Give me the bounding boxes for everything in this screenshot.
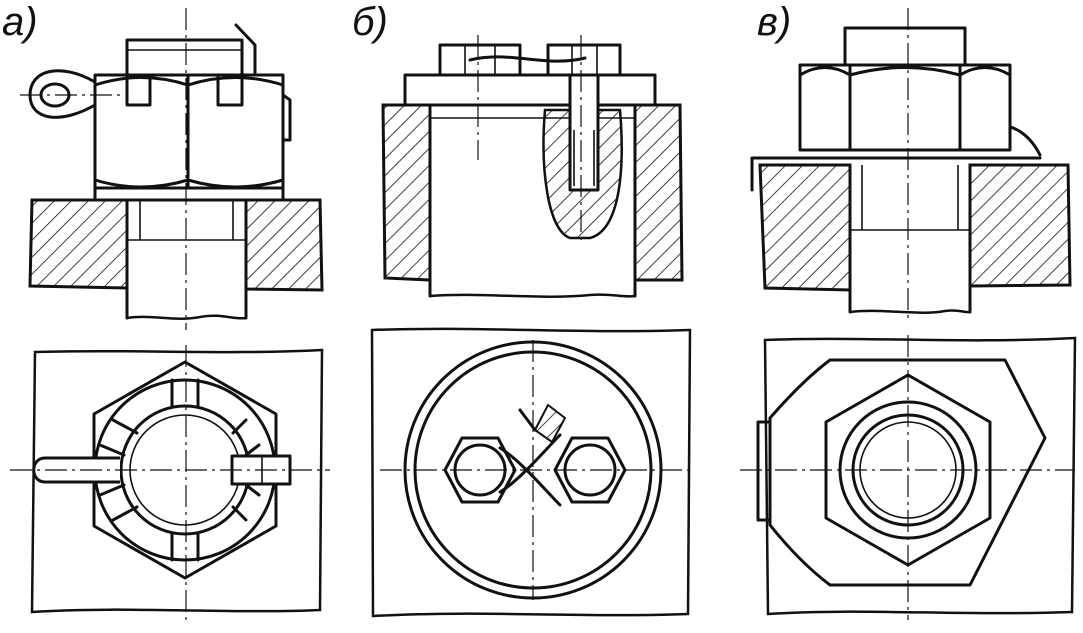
plate-section-right-b [633,103,684,282]
wire-figure-eight [498,433,562,507]
cover-plate [403,73,657,107]
panel-a-label: а) [2,0,38,44]
plate-section-left [28,198,129,290]
panel-b-label: б) [352,0,388,44]
tab-washer [750,156,1042,192]
panel-c-side-view [750,8,1072,320]
plate-section-right-c [968,163,1072,288]
bolt-shank [125,198,248,320]
panel-c-label: в) [757,0,792,44]
panel-a-side-view [20,8,324,330]
plate-section-right [244,198,324,292]
panel-b-top-view [370,327,692,618]
tab-washer-top [768,358,1047,587]
panel-b-side-view [381,35,684,298]
locking-wire [468,55,587,63]
washer [93,186,285,202]
hex-nut-c [798,63,1012,152]
hex-nut-outline [92,360,278,580]
bolt-end-c [843,26,967,67]
bolt-head-right [546,43,622,77]
plate-outline-a [30,348,324,614]
plate-section-left-b [381,103,432,282]
plate-section-left-c [758,163,852,292]
panel-c-top-view [740,335,1077,620]
cotter-pin-leg [32,456,120,484]
panel-a-top-view [10,345,330,625]
bolt-head-left [438,43,522,77]
bolt-shank-b [568,73,600,192]
plate-outline-b [370,327,692,618]
plate-outline-c [763,336,1077,616]
